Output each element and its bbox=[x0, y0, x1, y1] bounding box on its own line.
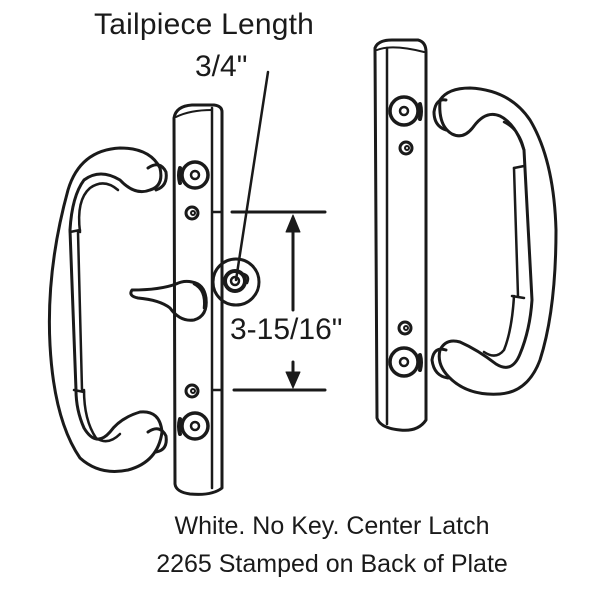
right-escutcheon-plate bbox=[373, 38, 428, 432]
arrow-down-icon bbox=[285, 371, 301, 389]
right-bottom-screw-boss bbox=[388, 346, 423, 378]
left-bottom-screw-icon bbox=[184, 383, 200, 399]
caption-line-1: White. No Key. Center Latch bbox=[174, 512, 490, 540]
tailpiece-length-label: Tailpiece Length bbox=[94, 8, 315, 41]
right-pull-handle bbox=[430, 86, 558, 396]
arrow-up-icon bbox=[285, 214, 301, 233]
tailpiece-spindle bbox=[211, 257, 261, 307]
right-bottom-screw-icon bbox=[397, 320, 413, 336]
hole-spacing-dimension bbox=[211, 210, 327, 392]
latch-lever bbox=[129, 279, 208, 322]
tailpiece-length-value: 3/4" bbox=[195, 50, 248, 83]
hole-spacing-value: 3-15/16" bbox=[229, 313, 344, 347]
left-pull-handle bbox=[47, 146, 168, 473]
tailpiece-leader-line bbox=[234, 70, 270, 282]
caption-line-2: 2265 Stamped on Back of Plate bbox=[156, 550, 508, 578]
left-top-screw-icon bbox=[184, 205, 200, 221]
right-top-screw-icon bbox=[398, 140, 414, 156]
left-top-screw-boss bbox=[177, 160, 210, 190]
left-bottom-screw-boss bbox=[177, 411, 210, 441]
right-top-screw-boss bbox=[388, 95, 423, 127]
